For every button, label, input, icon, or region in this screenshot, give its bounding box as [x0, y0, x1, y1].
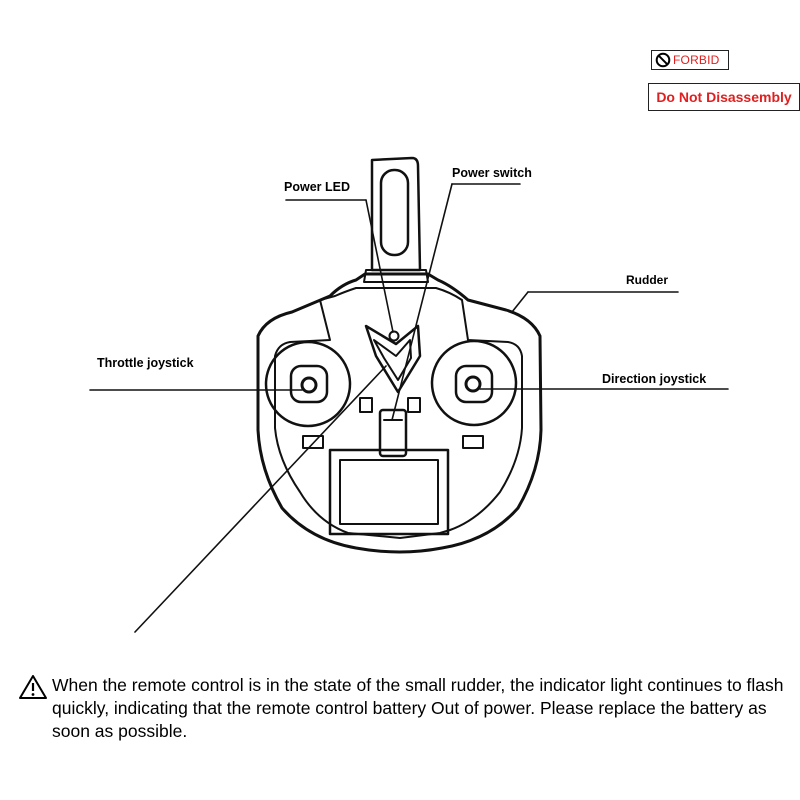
warning-triangle-icon [19, 675, 47, 699]
callout-lines [89, 183, 729, 633]
notice-text: When the remote control is in the state … [52, 675, 784, 741]
do-not-disassembly-label: Do Not Disassembly [656, 89, 792, 105]
forbid-label: FORBID [673, 53, 720, 67]
controller-body [256, 272, 543, 554]
power-switch-label: Power switch [452, 166, 532, 180]
rudder-label: Rudder [626, 273, 668, 287]
throttle-joystick[interactable] [264, 340, 352, 428]
direction-joystick-label: Direction joystick [602, 372, 707, 386]
lcd-screen [328, 448, 450, 536]
power-led [364, 324, 422, 394]
controller-inner-panel [274, 287, 523, 539]
power-led-label: Power LED [284, 180, 350, 194]
forbid-badge: FORBID [651, 50, 729, 70]
prohibited-icon [655, 52, 671, 68]
direction-joystick[interactable] [430, 339, 518, 427]
antenna [363, 156, 429, 283]
power-switch[interactable] [378, 408, 408, 458]
throttle-joystick-label: Throttle joystick [97, 356, 194, 370]
battery-notice: When the remote control is in the state … [18, 674, 788, 743]
